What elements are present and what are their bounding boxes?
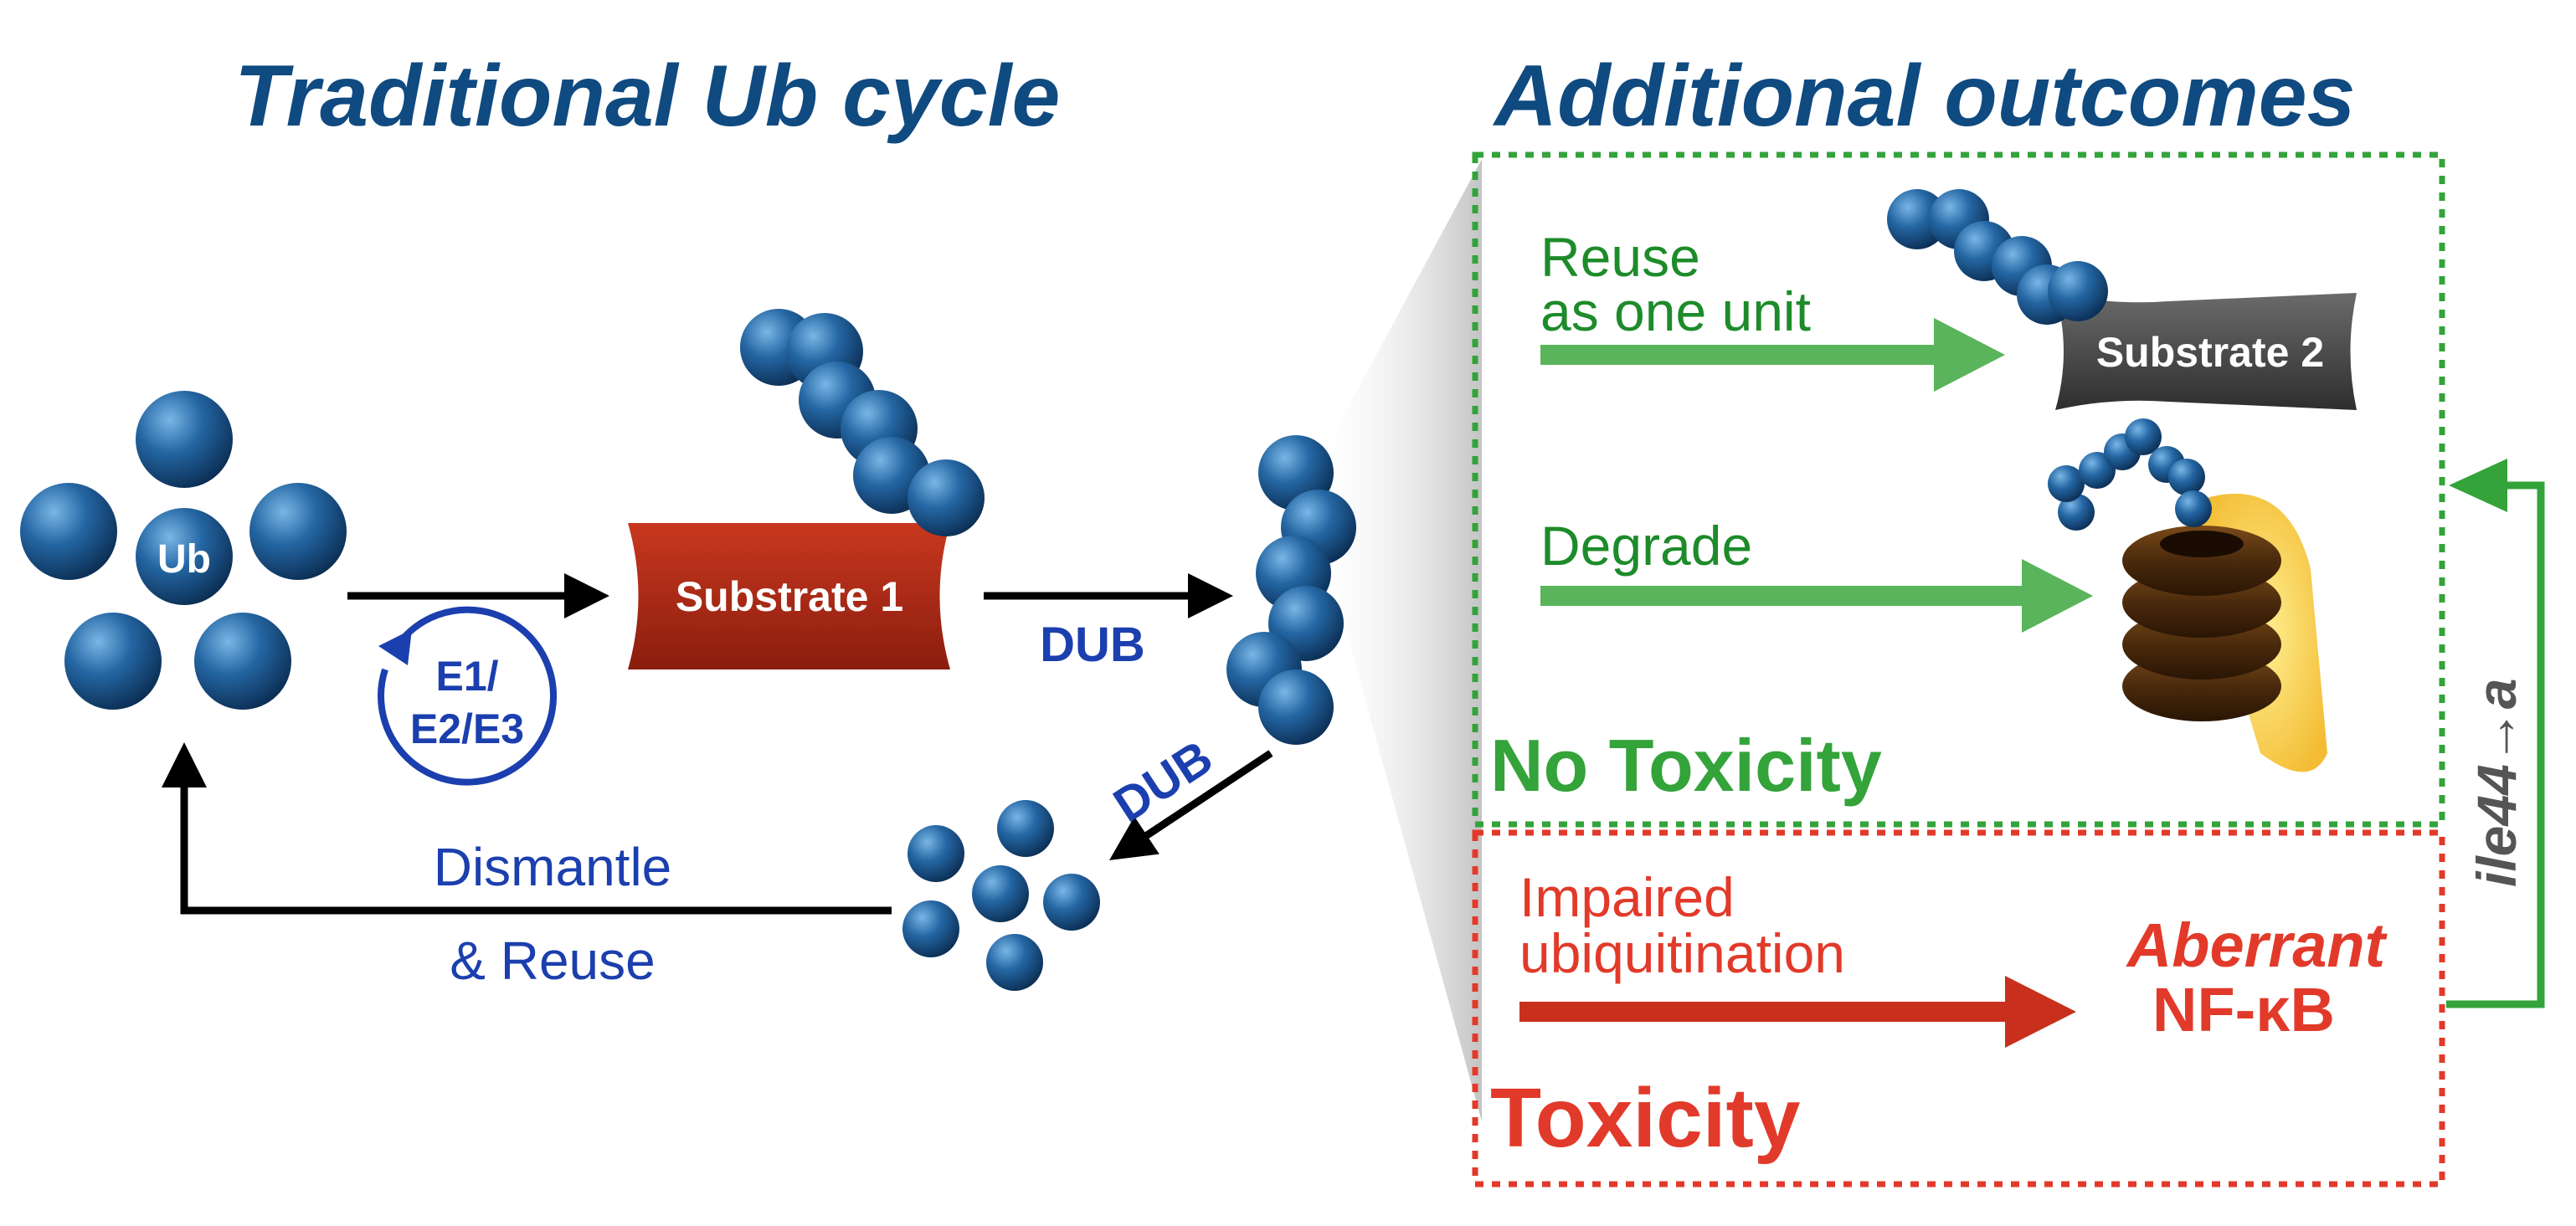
small-free-ub-cluster <box>902 800 1100 991</box>
title-traditional-ub-cycle: Traditional Ub cycle <box>234 48 1060 145</box>
substrate-2-label: Substrate 2 <box>2096 329 2324 376</box>
substrate-1: Substrate 1 <box>628 523 950 669</box>
aberrant-label: Aberrant <box>2126 911 2388 980</box>
ub-sphere <box>64 613 162 710</box>
ile44-label: ile44→a <box>2465 679 2527 888</box>
impaired-label-line2: ubiquitination <box>1519 922 1845 984</box>
arrow-reuse <box>1540 318 2005 392</box>
arrow-impaired <box>1519 976 2076 1048</box>
impaired-label-line1: Impaired <box>1519 866 1735 928</box>
no-toxicity-label: No Toxicity <box>1490 724 1882 807</box>
title-additional-outcomes: Additional outcomes <box>1492 48 2355 145</box>
dismantle-label-line1: Dismantle <box>434 837 672 897</box>
enzymes-line1: E1/ <box>435 653 498 700</box>
released-ub-chain <box>1226 435 1356 745</box>
e1-e2-e3-cycle: E1/ E2/E3 <box>378 606 558 786</box>
arrow-chain-to-free-ub <box>1108 750 1273 860</box>
proteasome-icon <box>2122 494 2327 772</box>
arrow-dismantle-reuse <box>162 742 892 915</box>
ub-sphere <box>194 613 291 710</box>
ub-label: Ub <box>157 537 211 582</box>
no-toxicity-panel <box>1472 151 2445 828</box>
toxicity-panel <box>1472 829 2445 1188</box>
ub-chain-on-substrate-2 <box>1887 189 2108 325</box>
nfkb-label: NF-κB <box>2152 975 2335 1044</box>
dub-label-2: DUB <box>1104 730 1222 833</box>
ub-sphere-center <box>136 508 233 605</box>
cycle-arrow-icon <box>378 606 558 786</box>
dub-label-1: DUB <box>1040 618 1145 672</box>
cycle-arrowhead-icon <box>378 629 412 665</box>
degrade-label: Degrade <box>1540 515 1752 577</box>
arrow-ile44-feedback <box>2446 459 2545 1008</box>
ub-chain-on-substrate-1 <box>740 309 985 536</box>
ub-sphere <box>249 483 347 580</box>
reuse-label-line2: as one unit <box>1540 280 1811 342</box>
dismantle-label-line2: & Reuse <box>450 931 655 991</box>
ub-sphere <box>20 483 117 580</box>
ub-sphere <box>136 391 233 488</box>
substrate-1-label: Substrate 1 <box>676 573 903 620</box>
toxicity-label: Toxicity <box>1490 1071 1801 1165</box>
free-ub-cluster: Ub <box>20 391 347 710</box>
zoom-wedge <box>1306 159 1482 1121</box>
reuse-label-line1: Reuse <box>1540 226 1700 288</box>
ub-chain-on-proteasome <box>2048 418 2212 531</box>
substrate-2: Substrate 2 <box>2055 293 2357 410</box>
arrow-degrade <box>1540 559 2093 633</box>
enzymes-line2: E2/E3 <box>410 705 524 752</box>
